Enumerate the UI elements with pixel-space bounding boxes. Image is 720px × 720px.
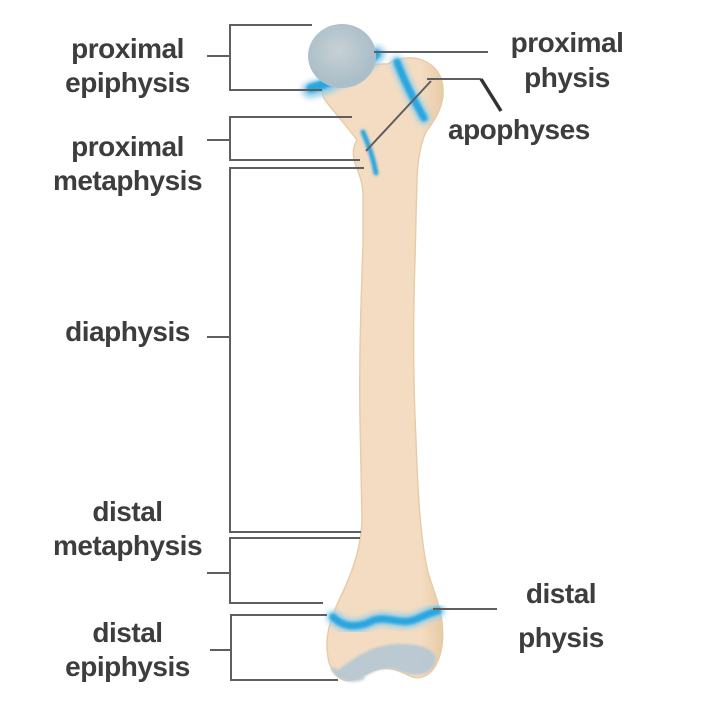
label-line: epiphysis (65, 67, 190, 98)
bracket-diaphysis (207, 167, 364, 533)
label-line: apophyses (448, 114, 590, 145)
bracket-proximal-epiphysis (207, 24, 322, 91)
label-line: metaphysis (52, 165, 203, 196)
bracket-distal-metaphysis (207, 537, 360, 604)
label-line: diaphysis (65, 316, 190, 347)
label-distal-epiphysis: distal epiphysis (35, 616, 220, 684)
label-proximal-epiphysis: proximal epiphysis (35, 32, 220, 100)
femoral-head-cartilage (308, 24, 376, 88)
greater-trochanter-apophysis-band (393, 58, 428, 122)
label-line: proximal (71, 33, 184, 64)
label-apophyses: apophyses (448, 113, 618, 147)
label-distal-metaphysis: distal metaphysis (35, 495, 220, 563)
label-line: metaphysis (52, 530, 203, 561)
distal-cartilage (334, 643, 436, 680)
label-line: proximal (510, 27, 624, 58)
pointer-apophyses-hook (479, 78, 503, 112)
pointer-apophysis-lesser-trochanter (365, 80, 432, 152)
distal-cartilage-rim (330, 666, 365, 682)
label-line: distal (92, 617, 163, 648)
femur-bone-outline (320, 57, 444, 682)
bracket-proximal-metaphysis (207, 116, 360, 161)
label-diaphysis: diaphysis (35, 315, 220, 349)
lesser-trochanter-apophysis-band (360, 129, 379, 176)
distal-physis-band (329, 607, 442, 630)
label-line: physis (524, 62, 610, 93)
label-line: physis (518, 622, 604, 653)
label-line: distal (92, 496, 163, 527)
label-proximal-physis: proximal physis (477, 25, 657, 95)
bracket-distal-epiphysis (210, 614, 338, 681)
label-distal-physis: distal physis (471, 572, 651, 660)
label-line: proximal (71, 131, 184, 162)
label-proximal-metaphysis: proximal metaphysis (35, 130, 220, 198)
label-line: epiphysis (65, 651, 190, 682)
label-line: distal (525, 578, 597, 609)
